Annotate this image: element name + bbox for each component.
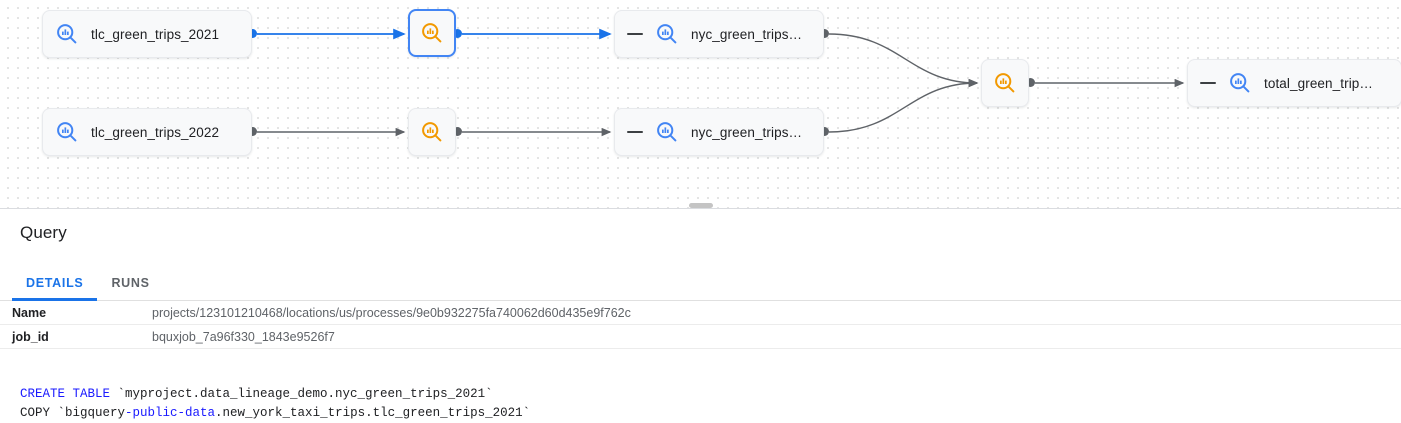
bigquery-table-search-icon: [655, 22, 679, 46]
port-out-nyc2021[interactable]: [820, 29, 829, 38]
details-panel: Query DETAILS RUNS Name projects/1231012…: [0, 203, 1401, 420]
port-out-proc2[interactable]: [453, 127, 462, 136]
graph-node-process-1[interactable]: [408, 9, 456, 57]
detail-value-name: projects/123101210468/locations/us/proce…: [152, 305, 631, 320]
collapse-icon[interactable]: [627, 33, 643, 35]
graph-node-label: tlc_green_trips_2021: [91, 26, 220, 42]
graph-node-process-merge[interactable]: [981, 59, 1029, 107]
graph-node-label: nyc_green_trips…: [691, 124, 803, 140]
port-out-nyc2022[interactable]: [820, 127, 829, 136]
sql-line-2-pre: COPY `bigquery: [20, 406, 126, 420]
graph-node-tlc-green-trips-2022[interactable]: tlc_green_trips_2022: [42, 108, 252, 156]
bigquery-process-search-icon: [420, 120, 444, 144]
port-out-proc1[interactable]: [453, 29, 462, 38]
table-row: Name projects/123101210468/locations/us/…: [0, 301, 1401, 325]
bigquery-table-search-icon: [55, 22, 79, 46]
detail-key-job-id: job_id: [12, 329, 49, 344]
sql-code-block: CREATE TABLE `myproject.data_lineage_dem…: [0, 377, 1401, 423]
detail-value-job-id: bquxjob_7a96f330_1843e9526f7: [152, 329, 335, 344]
details-table: Name projects/123101210468/locations/us/…: [0, 301, 1401, 349]
tab-runs[interactable]: RUNS: [111, 276, 150, 290]
tab-details[interactable]: DETAILS: [12, 276, 98, 301]
bigquery-process-search-icon: [993, 71, 1017, 95]
graph-node-total-green-trips[interactable]: total_green_trip…: [1187, 59, 1401, 107]
panel-title: Query: [20, 223, 67, 242]
sql-line-2-rest: .new_york_taxi_trips.tlc_green_trips_202…: [215, 406, 531, 420]
panel-resize-handle[interactable]: [688, 203, 713, 208]
lineage-graph-canvas[interactable]: tlc_green_trips_2021 tlc_green_trips_202…: [0, 0, 1401, 208]
edge-nyc2022-procMerge: [828, 78, 979, 133]
sql-keyword-create-table: CREATE TABLE: [20, 387, 111, 401]
graph-node-process-2[interactable]: [408, 108, 456, 156]
bigquery-table-search-icon: [1228, 71, 1252, 95]
graph-node-nyc-green-trips-2021[interactable]: nyc_green_trips…: [614, 10, 824, 58]
graph-node-label: tlc_green_trips_2022: [91, 124, 220, 140]
graph-node-label: total_green_trip…: [1264, 75, 1374, 91]
graph-node-nyc-green-trips-2022[interactable]: nyc_green_trips…: [614, 108, 824, 156]
graph-node-label: nyc_green_trips…: [691, 26, 803, 42]
port-out-procMerge[interactable]: [1026, 78, 1035, 87]
tab-bar: DETAILS RUNS: [0, 265, 1401, 301]
collapse-icon[interactable]: [1200, 82, 1216, 84]
sql-keyword-public-data: -public-data: [125, 406, 216, 420]
bigquery-process-search-icon: [420, 21, 444, 45]
edge-nyc2021-procMerge: [828, 33, 979, 88]
bigquery-table-search-icon: [655, 120, 679, 144]
bigquery-table-search-icon: [55, 120, 79, 144]
port-out-tlc2021[interactable]: [248, 29, 257, 38]
table-row: job_id bquxjob_7a96f330_1843e9526f7: [0, 325, 1401, 349]
graph-node-tlc-green-trips-2021[interactable]: tlc_green_trips_2021: [42, 10, 252, 58]
detail-key-name: Name: [12, 305, 47, 320]
collapse-icon[interactable]: [627, 131, 643, 133]
sql-line-1-rest: `myproject.data_lineage_demo.nyc_green_t…: [110, 387, 493, 401]
port-out-tlc2022[interactable]: [248, 127, 257, 136]
